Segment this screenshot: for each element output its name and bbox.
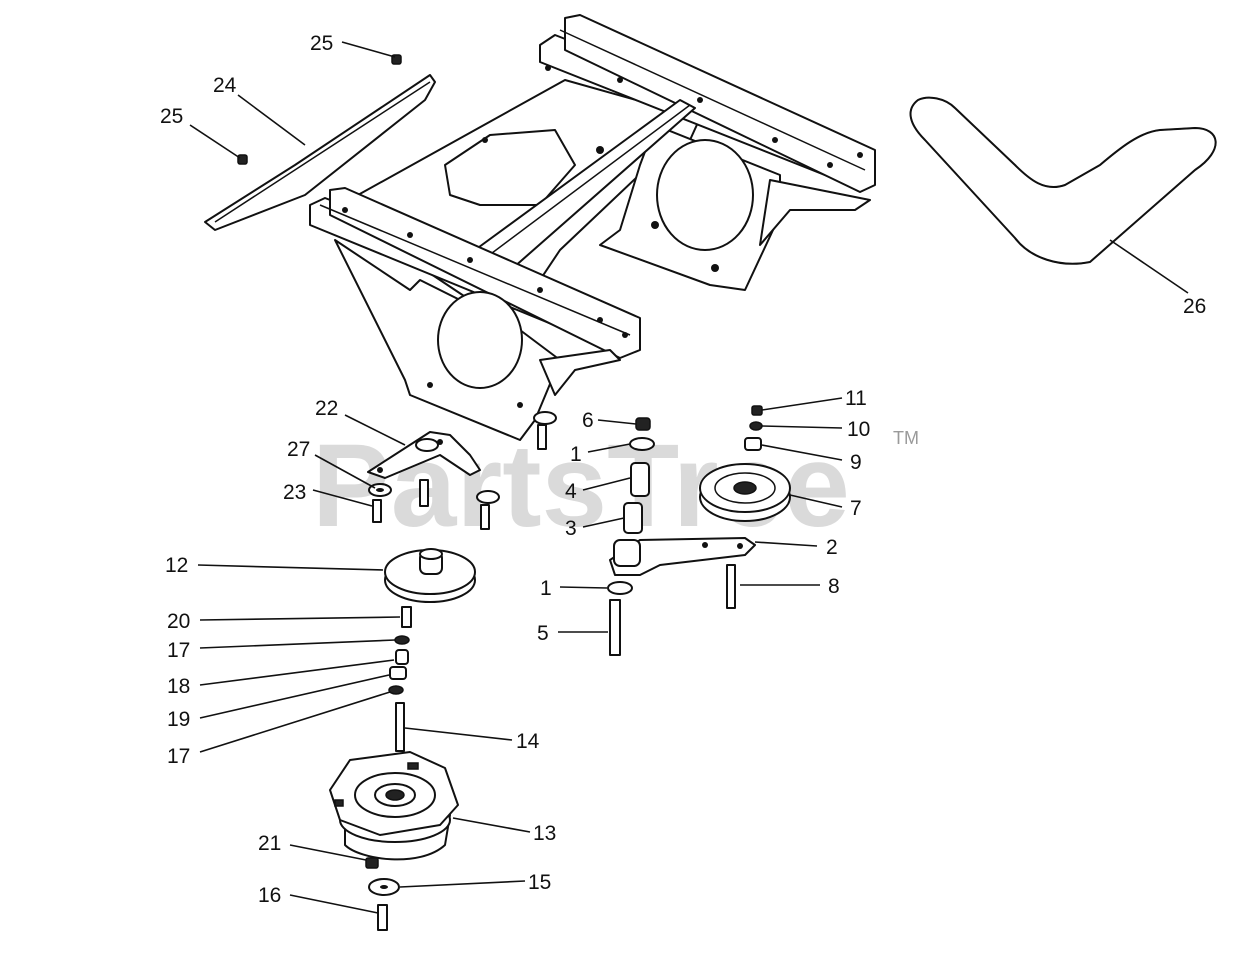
callout-5: 5 [537,622,549,645]
bolt-bracket [372,499,382,523]
pto-clutch [329,751,459,861]
callout-18: 18 [167,675,190,698]
washer-b [388,685,404,695]
callout-13: 13 [533,822,556,845]
callout-23: 23 [283,481,306,504]
callout-1-lower: 1 [540,577,552,600]
callout-2: 2 [826,536,838,559]
lock-washer [749,421,763,431]
bolt-bottom [377,904,388,931]
watermark: PartsTree TM [312,420,919,552]
callout-labels: 25 24 25 26 22 27 23 6 1 4 3 11 10 9 7 2… [160,32,1206,907]
callout-17-b: 17 [167,745,190,768]
callout-4: 4 [565,480,577,503]
callout-6: 6 [582,409,594,432]
washer-upper [629,437,655,451]
long-bolt [395,702,405,752]
callout-15: 15 [528,871,551,894]
callout-27: 27 [287,438,310,461]
drive-belt [909,96,1217,265]
callout-25-top: 25 [310,32,333,55]
bolt-short [401,606,412,628]
nut-small [751,405,763,416]
bracket [367,431,481,479]
callout-1-upper: 1 [570,443,582,466]
callout-20: 20 [167,610,190,633]
bolt-left [237,154,248,165]
frame-assembly [309,14,876,441]
leader-lines [189,41,1189,914]
nut [635,417,651,431]
spacer-ring [389,666,407,680]
callout-3: 3 [565,517,577,540]
idler-pulley [699,463,791,522]
idler-arm [609,537,756,576]
washer-large [368,878,400,896]
callout-11: 11 [845,387,867,410]
spacer-short [623,502,643,534]
washer-a [394,635,410,645]
callout-16: 16 [258,884,281,907]
callout-7: 7 [850,497,862,520]
callout-22: 22 [315,397,338,420]
callout-19: 19 [167,708,190,731]
spacer-long [630,462,650,497]
callout-25-left: 25 [160,105,183,128]
callout-10: 10 [847,418,870,441]
callout-17-a: 17 [167,639,190,662]
bushing [744,437,762,451]
callout-12: 12 [165,554,188,577]
washer-lower [607,581,633,595]
callout-8: 8 [828,575,840,598]
callout-21: 21 [258,832,281,855]
callout-9: 9 [850,451,862,474]
nut-clutch [365,857,379,869]
callout-26: 26 [1183,295,1206,318]
bolt-idler [726,564,736,609]
shield-plate [204,74,436,231]
pto-pulley [384,548,476,603]
watermark-trademark: TM [893,428,919,448]
spacer-small [395,649,409,665]
callout-14: 14 [516,730,540,753]
callout-24: 24 [213,74,237,97]
bolt-pivot [609,599,621,656]
